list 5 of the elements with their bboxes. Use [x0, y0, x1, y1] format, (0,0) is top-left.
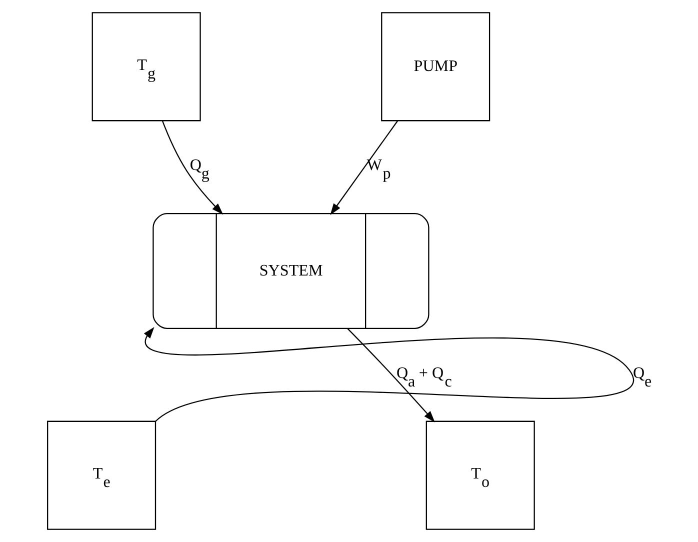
arrow	[346, 328, 434, 422]
node-box: PUMP	[380, 12, 490, 122]
arrow	[330, 120, 398, 215]
arrow	[143, 327, 632, 422]
arrow	[161, 120, 223, 215]
